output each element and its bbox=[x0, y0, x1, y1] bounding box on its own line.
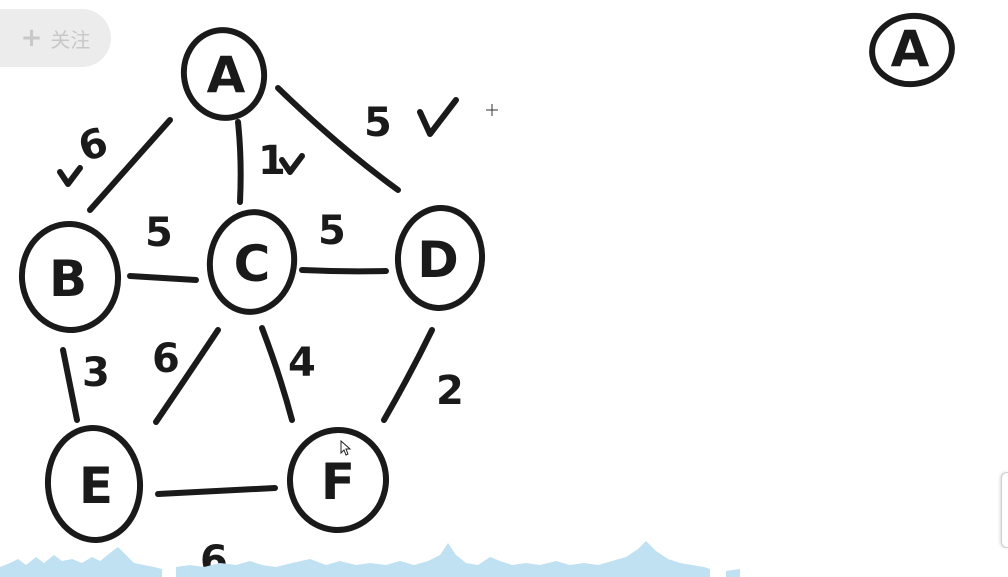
svg-text:A: A bbox=[207, 46, 246, 104]
checkmark-icons bbox=[57, 97, 459, 187]
edge-e-f bbox=[155, 485, 278, 497]
edge-a-b bbox=[87, 117, 173, 213]
weight-c-f: 4 bbox=[288, 340, 316, 386]
svg-text:A: A bbox=[891, 20, 930, 78]
weight-a-b: 6 bbox=[73, 119, 114, 171]
edge-c-e bbox=[153, 327, 221, 425]
node-e: E bbox=[44, 425, 144, 543]
node-a: A bbox=[180, 27, 268, 121]
checkmark-icon bbox=[57, 165, 83, 187]
checkmark-icon bbox=[417, 97, 459, 137]
edge-b-e bbox=[60, 347, 80, 423]
svg-text:C: C bbox=[234, 235, 271, 293]
weight-b-e: 3 bbox=[82, 350, 110, 396]
weight-d-f: 2 bbox=[436, 368, 464, 414]
edge-b-c bbox=[127, 273, 199, 283]
edge-c-f bbox=[259, 325, 295, 423]
weight-c-e: 6 bbox=[152, 336, 180, 382]
separate-node-a: A bbox=[869, 12, 955, 88]
node-c: C bbox=[206, 209, 298, 315]
weight-b-c: 5 bbox=[145, 210, 173, 256]
weight-a-d: 5 bbox=[364, 100, 392, 146]
svg-text:E: E bbox=[79, 457, 113, 515]
edge-a-d bbox=[275, 85, 401, 193]
audio-waveform bbox=[0, 541, 740, 577]
edge-a-c bbox=[235, 119, 244, 205]
node-d: D bbox=[394, 205, 486, 311]
svg-text:D: D bbox=[417, 231, 459, 289]
follow-button-label: 关注 bbox=[50, 27, 91, 52]
node-f: F bbox=[286, 427, 390, 533]
crosshair-icon bbox=[486, 104, 498, 116]
graph-nodes: A B C D E F bbox=[18, 27, 486, 543]
graph-edges bbox=[60, 85, 435, 497]
weight-c-d: 5 bbox=[318, 208, 346, 254]
checkmark-icon bbox=[279, 153, 305, 175]
edge-c-d bbox=[299, 267, 389, 275]
edge-d-f bbox=[381, 327, 435, 423]
mouse-pointer-icon bbox=[340, 440, 352, 456]
scrollbar[interactable] bbox=[1001, 472, 1008, 548]
node-b: B bbox=[18, 221, 122, 333]
follow-button[interactable]: + 关注 bbox=[0, 9, 111, 67]
svg-text:F: F bbox=[321, 453, 355, 511]
plus-icon: + bbox=[20, 23, 43, 53]
svg-text:B: B bbox=[49, 250, 87, 308]
